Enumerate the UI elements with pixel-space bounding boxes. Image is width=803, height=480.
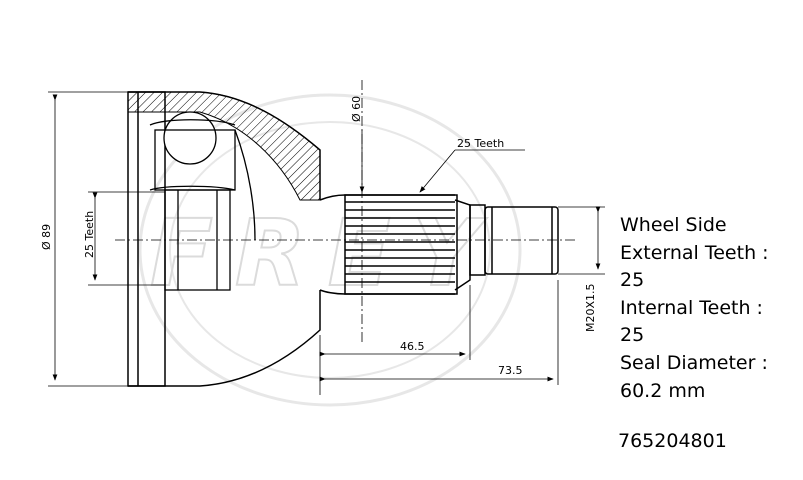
dim-length-long <box>319 280 559 385</box>
watermark-text: FREY <box>150 200 501 307</box>
dim-overall-diameter-label: Ø 89 <box>40 224 53 250</box>
dim-outer-teeth-label: 25 Teeth <box>457 137 504 150</box>
dim-inner-teeth <box>88 191 165 286</box>
centerlines <box>115 80 575 345</box>
spec-external-teeth-label: External Teeth : <box>620 241 769 264</box>
spec-internal-teeth-label: Internal Teeth : <box>620 296 763 319</box>
outer-housing <box>127 91 559 387</box>
spec-seal-label: Seal Diameter : <box>620 351 768 374</box>
dim-outer-teeth <box>419 149 525 193</box>
shaft-splines <box>345 201 455 283</box>
spec-internal-teeth-value: 25 <box>620 324 645 347</box>
dim-thread <box>558 206 605 275</box>
dim-thread-label: M20X1.5 <box>584 283 597 332</box>
dim-outer-diameter-label: Ø 60 <box>350 96 363 122</box>
spec-seal-value: 60.2 mm <box>620 379 706 402</box>
spec-side: Wheel Side <box>620 214 727 236</box>
dim-length-short <box>319 285 471 395</box>
dim-length-short-label: 46.5 <box>400 340 425 353</box>
dim-length-long-label: 73.5 <box>498 364 523 377</box>
spec-list: Wheel Side External Teeth : 25 Internal … <box>620 212 769 405</box>
ball <box>163 111 217 165</box>
dim-overall-diameter <box>48 91 128 387</box>
dim-inner-teeth-label: 25 Teeth <box>83 211 96 258</box>
part-number: 765204801 <box>618 430 727 452</box>
spec-external-teeth-value: 25 <box>620 269 645 292</box>
